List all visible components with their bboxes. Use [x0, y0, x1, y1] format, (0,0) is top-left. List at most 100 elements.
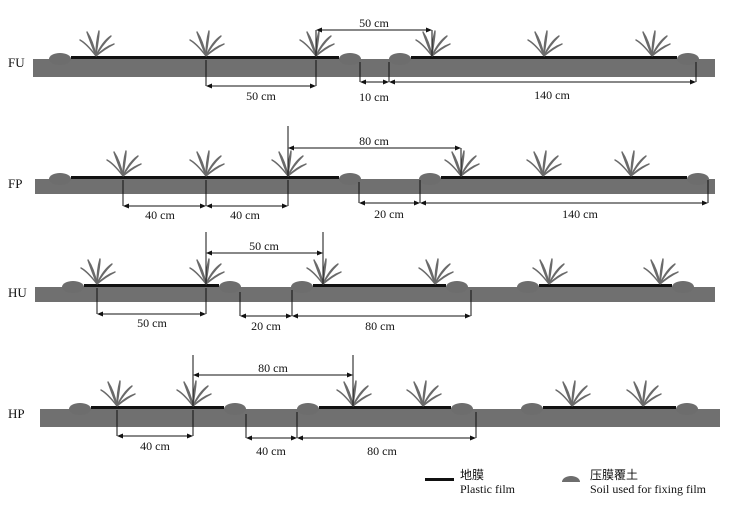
- dimension-label: 40 cm: [145, 208, 175, 222]
- plant-leaf: [96, 271, 116, 285]
- row-fp: FP 80 cm 40 cm 40 cm 20 cm 140 cm: [8, 126, 715, 222]
- plant-leaf: [192, 385, 209, 407]
- plant: [189, 258, 225, 285]
- plant-leaf: [96, 258, 101, 285]
- row-label-hu: HU: [8, 285, 27, 300]
- plant-leaf: [189, 159, 207, 177]
- plant: [635, 30, 671, 57]
- dimension-label: 50 cm: [359, 16, 389, 30]
- plant-leaf: [106, 159, 124, 177]
- dimension-line: 80 cm: [192, 355, 354, 406]
- dimension-line: 50 cm: [315, 16, 433, 56]
- plant: [306, 258, 342, 285]
- plastic-film: [91, 406, 224, 409]
- plant-leaf: [431, 43, 451, 57]
- plant: [299, 30, 335, 57]
- soil-mound: [446, 281, 468, 293]
- plant: [106, 150, 142, 177]
- soil-mound: [49, 173, 71, 185]
- plant-leaf: [116, 393, 136, 407]
- plant-leaf: [635, 39, 653, 57]
- plant-leaf: [422, 385, 439, 407]
- plant-leaf: [205, 263, 222, 285]
- dimension-label: 80 cm: [359, 134, 389, 148]
- plant-leaf: [659, 263, 676, 285]
- dimension-line: 40 cm: [245, 414, 298, 458]
- plant-leaf: [659, 258, 664, 285]
- soil-mound: [419, 173, 441, 185]
- plant-leaf: [548, 258, 553, 285]
- plant-leaf: [543, 30, 548, 57]
- soil-mound: [672, 281, 694, 293]
- soil-mound: [219, 281, 241, 293]
- dimension-label: 10 cm: [359, 90, 389, 104]
- dimension-line: 40 cm: [116, 410, 194, 453]
- plant-leaf: [271, 159, 289, 177]
- plant-leaf: [287, 163, 307, 177]
- plant-leaf: [352, 393, 372, 407]
- soil-mound: [49, 53, 71, 65]
- plant-leaf: [626, 389, 644, 407]
- plant-leaf: [315, 43, 335, 57]
- plant-leaf: [642, 31, 653, 57]
- plant-leaf: [633, 381, 644, 407]
- dimension-line: 80 cm: [287, 126, 462, 176]
- plant: [555, 380, 591, 407]
- plant-leaf: [651, 43, 671, 57]
- dimension-line: 80 cm: [296, 412, 477, 458]
- dimension-line: 80 cm: [291, 290, 472, 333]
- ground-strip: [35, 179, 715, 194]
- plant-leaf: [642, 393, 662, 407]
- plant-leaf: [196, 259, 207, 285]
- plant-leaf: [460, 155, 477, 177]
- dimension-label: 140 cm: [562, 207, 598, 221]
- plant-leaf: [571, 385, 588, 407]
- dimension-label: 140 cm: [534, 88, 570, 102]
- plant-leaf: [630, 155, 647, 177]
- soil-mound: [677, 53, 699, 65]
- plant-leaf: [422, 393, 442, 407]
- plant-leaf: [630, 163, 650, 177]
- plant-leaf: [539, 259, 550, 285]
- plastic-film: [543, 406, 676, 409]
- plant-leaf: [205, 163, 225, 177]
- plant-leaf: [406, 389, 424, 407]
- dimension-label: 40 cm: [140, 439, 170, 453]
- soil-mound: [69, 403, 91, 415]
- plant-leaf: [205, 150, 210, 177]
- soil-mound: [517, 281, 539, 293]
- plant-leaf: [562, 381, 573, 407]
- soil-mound: [389, 53, 411, 65]
- plant-leaf: [287, 155, 304, 177]
- plant: [189, 30, 225, 57]
- dimension-label: 40 cm: [230, 208, 260, 222]
- soil-mound: [62, 281, 84, 293]
- plant-leaf: [418, 267, 436, 285]
- soil-mound: [676, 403, 698, 415]
- plastic-film: [313, 284, 446, 287]
- plant-leaf: [527, 39, 545, 57]
- row-label-fu: FU: [8, 55, 25, 70]
- legend-film-label-en: Plastic film: [460, 482, 516, 496]
- row-hu: HU 50 cm 50 cm 20 cm 80 cm: [8, 232, 715, 333]
- plant: [176, 380, 212, 407]
- plant-leaf: [444, 159, 462, 177]
- plant-leaf: [79, 39, 97, 57]
- plant-leaf: [205, 30, 210, 57]
- ground-strip: [35, 287, 715, 302]
- plant-leaf: [571, 380, 576, 407]
- plant-leaf: [100, 389, 118, 407]
- plant: [643, 258, 679, 285]
- plant-leaf: [315, 35, 332, 57]
- plant-leaf: [196, 151, 207, 177]
- plant-leaf: [614, 159, 632, 177]
- plant-leaf: [451, 151, 462, 177]
- soil-mound: [521, 403, 543, 415]
- plant-leaf: [183, 381, 194, 407]
- dimension-label: 80 cm: [258, 361, 288, 375]
- plant-leaf: [116, 380, 121, 407]
- plant-leaf: [532, 267, 550, 285]
- plant-leaf: [434, 263, 451, 285]
- plastic-film: [441, 176, 687, 179]
- dimension-label: 80 cm: [365, 319, 395, 333]
